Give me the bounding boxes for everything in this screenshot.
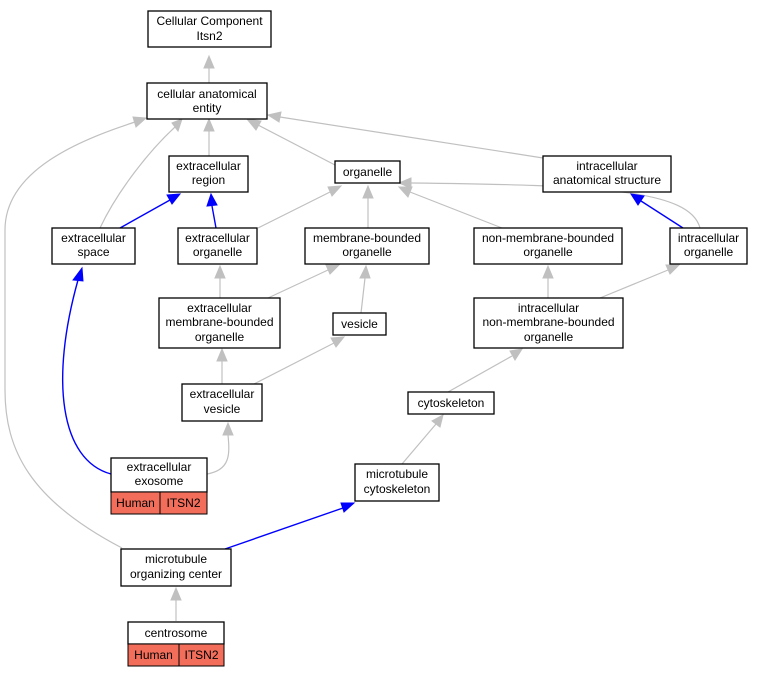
node-intracellular-anatomical-structure[interactable]: intracellular anatomical structure [542, 155, 672, 193]
node-intracellular-organelle[interactable]: intracellular organelle [669, 227, 748, 265]
node-cytoskeleton[interactable]: cytoskeleton [407, 391, 495, 415]
node-label-line1: intracellular [576, 159, 637, 173]
node-extracellular-vesicle[interactable]: extracellular vesicle [181, 383, 263, 422]
node-label-line2: entity [193, 101, 222, 115]
node-label-line2: vesicle [204, 402, 241, 416]
node-label-line3: organelle [524, 330, 574, 344]
edge-inmbo-to-nmbo [542, 264, 554, 298]
node-label-line1: extracellular [190, 387, 255, 401]
node-extracellular-membrane-bounded-organelle[interactable]: extracellular membrane-bounded organelle [158, 297, 281, 349]
node-label-line1: cytoskeleton [418, 396, 485, 410]
node-label-line1: microtubule [366, 467, 428, 481]
node-label-line1: centrosome [145, 626, 208, 640]
edge-mtoc-to-cae [4, 116, 148, 549]
node-label-line2: Itsn2 [196, 29, 222, 43]
node-extracellular-organelle[interactable]: extracellular organelle [177, 227, 258, 265]
node-label-line2: cytoskeleton [364, 482, 431, 496]
edge-intorg-partof-ias [629, 193, 684, 229]
edge-exmbo-to-exorg [214, 264, 226, 298]
annotation-badge[interactable]: Human ITSN2 [110, 491, 208, 515]
node-label-line2: anatomical structure [553, 173, 661, 187]
edge-nmbo-to-organelle [397, 186, 503, 229]
edge-organelle-to-cae [245, 118, 336, 166]
node-label-line1: extracellular [127, 460, 192, 474]
edge-vesicle-to-mbo [359, 264, 371, 314]
edge-mtoc-partof-mtcyto [224, 502, 356, 550]
node-label-line1: extracellular [61, 231, 126, 245]
node-label-line1: non-membrane-bounded [482, 231, 614, 245]
node-label-line2: space [77, 245, 109, 259]
node-cellular-anatomical-entity[interactable]: cellular anatomical entity [146, 82, 268, 120]
edge-exorg-partof-exreg [206, 192, 218, 229]
edge-exreg-to-cae [203, 117, 215, 156]
gene-label: ITSN2 [184, 648, 218, 662]
node-label-line3: organelle [195, 330, 245, 344]
edge-cytoskeleton-to-inmbo [447, 348, 524, 393]
node-label-line1: Cellular Component [156, 14, 263, 28]
node-intracellular-non-membrane-bounded-organelle[interactable]: intracellular non-membrane-bounded organ… [473, 297, 624, 349]
node-label-line2: organelle [523, 245, 573, 259]
node-label-line1: cellular anatomical [157, 87, 256, 101]
species-label: Human [116, 496, 155, 510]
node-extracellular-space[interactable]: extracellular space [51, 227, 136, 265]
edge-ias-to-cae [266, 111, 544, 159]
node-vesicle[interactable]: vesicle [332, 312, 387, 336]
edge-exves-to-vesicle [253, 336, 346, 385]
edge-mtcyto-to-cytoskeleton [401, 414, 444, 465]
node-label-line2: organelle [684, 245, 734, 259]
edge-cae-to-root [203, 54, 215, 83]
species-label: Human [134, 648, 173, 662]
node-label-line1: extracellular [176, 159, 241, 173]
node-label-line2: organizing center [130, 567, 222, 581]
edge-exosome-to-exves [206, 421, 234, 475]
edge-exmbo-to-mbo [267, 264, 341, 299]
node-label-line1: membrane-bounded [313, 231, 421, 245]
node-label-line1: vesicle [341, 317, 378, 331]
node-label-line1: extracellular [185, 231, 250, 245]
edge-inmbo-to-intorg [599, 264, 681, 299]
edge-exosome-partof-exspace [61, 266, 112, 475]
node-label-line2: organelle [193, 245, 243, 259]
annotation-badge[interactable]: Human ITSN2 [127, 643, 225, 667]
gene-cell [159, 491, 208, 515]
edge-centrosome-to-mtoc [170, 586, 182, 621]
node-label-line2: organelle [342, 245, 392, 259]
edge-exspace-partof-exreg [119, 193, 182, 229]
node-membrane-bounded-organelle[interactable]: membrane-bounded organelle [304, 227, 430, 265]
node-extracellular-region[interactable]: extracellular region [168, 155, 249, 193]
gene-cell [178, 643, 225, 667]
node-organelle[interactable]: organelle [334, 160, 401, 184]
node-label-line2: non-membrane-bounded [482, 315, 614, 329]
edge-exves-to-exmbo [216, 347, 228, 384]
node-label-line2: region [192, 173, 225, 187]
edge-mbo-to-organelle [362, 184, 374, 228]
edge-exorg-to-organelle [257, 185, 343, 229]
node-label-line1: organelle [343, 165, 393, 179]
node-microtubule-cytoskeleton[interactable]: microtubule cytoskeleton [354, 463, 440, 502]
node-centrosome[interactable]: centrosome Human ITSN2 [127, 621, 225, 667]
node-non-membrane-bounded-organelle[interactable]: non-membrane-bounded organelle [473, 227, 623, 265]
node-extracellular-exosome[interactable]: extracellular exosome Human ITSN2 [110, 457, 208, 515]
node-label-line2: exosome [135, 474, 184, 488]
node-cellular-component-root[interactable]: Cellular Component Itsn2 [147, 10, 272, 48]
node-label-line1: microtubule [145, 552, 207, 566]
edge-exspace-to-cae [99, 118, 183, 229]
node-label-line1: intracellular [518, 301, 579, 315]
node-label-line1: extracellular [187, 301, 252, 315]
node-label-line2: membrane-bounded [165, 315, 273, 329]
gene-label: ITSN2 [166, 496, 200, 510]
edges [4, 54, 701, 621]
node-microtubule-organizing-center[interactable]: microtubule organizing center [120, 548, 232, 587]
node-label-line1: intracellular [678, 231, 739, 245]
